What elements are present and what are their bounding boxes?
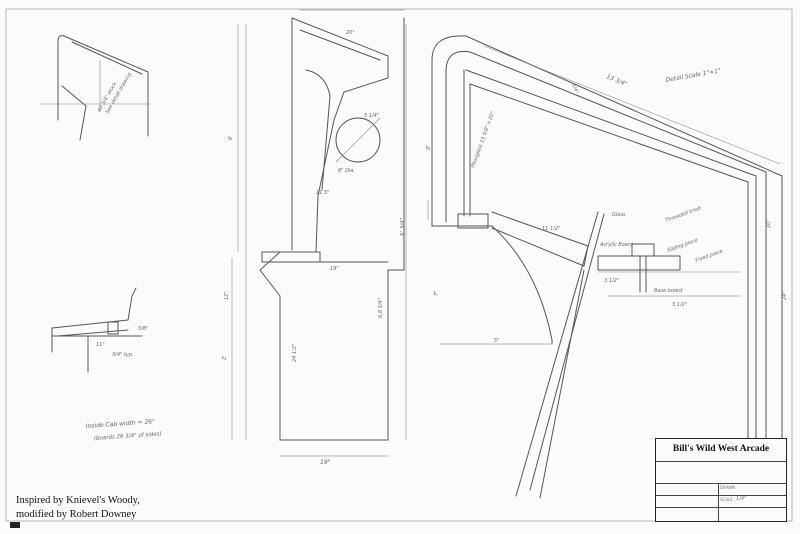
bezel-detail-view: 13 3/4" Detail Scale 1"=1" 3/4" Plexigla… (426, 35, 788, 499)
svg-text:6.8 3/4": 6.8 3/4" (378, 298, 384, 318)
sheet-border (5, 8, 793, 522)
dim-24: 24" (782, 291, 788, 300)
dim-9: 9" (426, 145, 432, 150)
title-divider (656, 461, 786, 462)
svg-text:5/8": 5/8" (138, 326, 148, 332)
knob-label: Threaded knob (665, 205, 703, 224)
sliding-label: Sliding piece (667, 237, 699, 254)
small-profile-view: All 3/4" stock See detail drawing (40, 35, 150, 141)
acrylic-label: Acrylic Board (599, 242, 634, 248)
speaker-label: 8" Dia. (338, 168, 355, 174)
thickness-label: 3/4" (570, 83, 579, 95)
shelf-detail: 11" 3/4" typ. 5/8" (51, 287, 148, 373)
dim-19: 19" (320, 459, 331, 466)
fixed-label: Fixed piece (695, 248, 724, 263)
svg-text:2': 2' (222, 355, 228, 360)
drawn-label: DRAWN (720, 485, 736, 490)
dim-3-5-a: 3 1/2" (604, 278, 619, 284)
cabinet-side-view: 8" Dia. 5 1/4" 19" 6' 3/4" 6' 2' 12" 20"… (222, 9, 407, 466)
base-label: Base board (654, 288, 683, 294)
drawing-title: Bill's Wild West Arcade (672, 444, 770, 454)
title-divider-3 (656, 495, 786, 496)
speaker-cutout (335, 117, 381, 163)
svg-text:19": 19" (330, 266, 339, 272)
inside-width-note: Inside Cab width = 26" (86, 418, 156, 430)
title-block: Bill's Wild West Arcade DRAWN SCALE 1/4" (655, 438, 787, 522)
side-height: 6' 3/4" (400, 218, 406, 236)
svg-text:11": 11" (96, 342, 105, 348)
credits-line-1: Inspired by Knievel's Woody, (16, 495, 140, 506)
scale-label: SCALE (720, 497, 733, 502)
detail-scale: Detail Scale 1"=1" (665, 67, 721, 84)
glass-label: Glass (612, 212, 626, 218)
dim-7: 7" (434, 291, 440, 296)
svg-text:24 1/2": 24 1/2" (292, 344, 298, 362)
title-divider-4 (656, 507, 786, 508)
dim-3-5-b: 3 1/2" (672, 302, 687, 308)
credits-line-2: modified by Robert Downey (16, 509, 137, 520)
title-column-divider (718, 483, 719, 521)
dim-10: 10" (766, 219, 772, 228)
dim-11-5: 11 1/2" (542, 226, 560, 232)
svg-text:3/4" typ.: 3/4" typ. (112, 352, 134, 358)
title-divider-2 (656, 483, 786, 484)
top-length: 13 3/4" (605, 73, 628, 88)
svg-text:20": 20" (346, 30, 355, 36)
plexiglass-label: Plexiglass 15 5/8" x 20" (470, 111, 496, 169)
dim-5: 5" (494, 338, 499, 344)
scale-value: 1/4" (736, 496, 747, 502)
svg-text:12": 12" (224, 291, 230, 300)
credits: Inspired by Knievel's Woody, modified by… (16, 494, 140, 522)
corner-mark (10, 522, 20, 528)
dim-5-25: 5 1/4" (364, 113, 379, 119)
inside-width-subnote: (boards 26 3/4" of sides) (94, 431, 162, 442)
svg-text:6': 6' (228, 135, 234, 140)
svg-text:11.5": 11.5" (316, 190, 329, 196)
